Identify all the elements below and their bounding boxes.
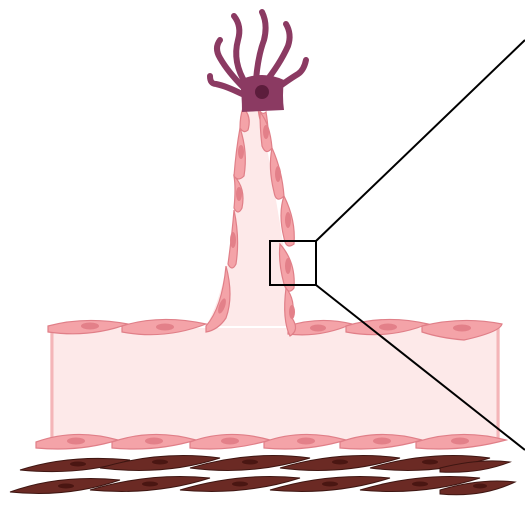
smooth-muscle-nucleus: [232, 482, 248, 487]
endothelial-nucleus: [453, 325, 471, 332]
smooth-muscle-nucleus: [70, 462, 86, 467]
smooth-muscle-nucleus: [242, 460, 258, 465]
sprout-lumen: [206, 110, 289, 326]
tip-cell-icon: [210, 12, 306, 112]
endothelial-nucleus: [145, 438, 163, 445]
endothelial-nucleus: [451, 438, 469, 445]
endothelial-nucleus: [221, 438, 239, 445]
vessel-lumen: [50, 328, 500, 442]
smooth-muscle-nucleus: [473, 484, 487, 489]
smooth-muscle-nucleus: [142, 482, 158, 487]
callout-line-upper: [316, 40, 525, 241]
lumen-fill: [50, 328, 500, 442]
endothelial-nucleus: [297, 438, 315, 445]
endothelial-nucleus: [81, 323, 99, 330]
smooth-muscle-nucleus: [412, 482, 428, 487]
smooth-muscle-nucleus: [422, 460, 438, 465]
smooth-muscle-layer-icon: [10, 456, 515, 495]
endothelial-nucleus: [285, 212, 291, 228]
endothelial-nucleus: [289, 305, 295, 319]
endothelial-nucleus: [379, 324, 397, 331]
filopodium: [256, 12, 266, 80]
smooth-muscle-nucleus: [332, 460, 348, 465]
endothelial-nucleus: [236, 187, 242, 201]
endothelial-nucleus: [373, 438, 391, 445]
tip-cell-nucleus: [255, 85, 269, 99]
smooth-muscle-nucleus: [58, 484, 74, 489]
endothelial-nucleus: [275, 166, 281, 182]
filopodium: [234, 16, 246, 84]
endothelial-nucleus: [156, 324, 174, 331]
endothelial-nucleus: [263, 125, 269, 139]
endothelial-nucleus: [67, 438, 85, 445]
endothelial-nucleus: [238, 145, 244, 159]
smooth-muscle-nucleus: [152, 460, 168, 465]
endothelial-nucleus: [230, 232, 236, 248]
endothelial-nucleus: [310, 325, 326, 332]
smooth-muscle-nucleus: [322, 482, 338, 487]
endothelial-nucleus: [285, 258, 291, 274]
